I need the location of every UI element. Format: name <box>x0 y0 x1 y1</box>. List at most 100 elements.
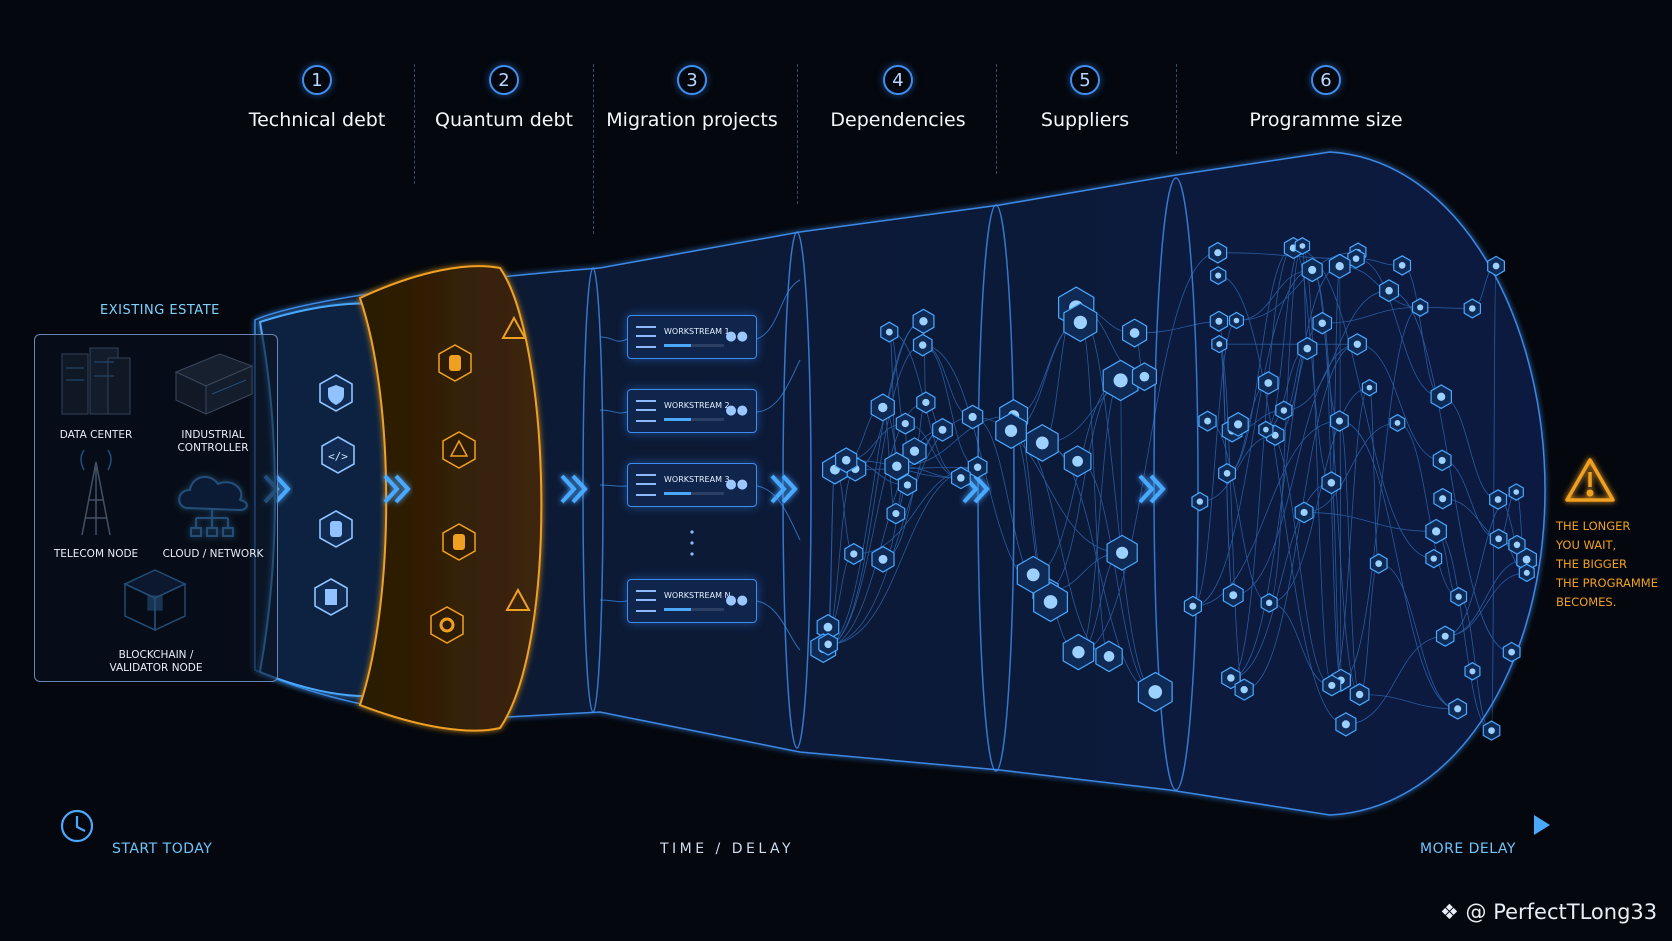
workstream-connectors <box>599 279 801 651</box>
network-node-core <box>1353 340 1361 348</box>
stage-divider <box>996 64 997 174</box>
warning-icon <box>505 587 531 611</box>
stage-1-number: 1 <box>302 65 332 95</box>
workstream-label: WORKSTREAM 1 <box>664 327 730 336</box>
workstream-progress <box>664 344 724 347</box>
network-edge <box>1436 530 1492 732</box>
network-node-core <box>957 474 965 482</box>
workstream-card: WORKSTREAM 3 ●● <box>627 463 757 507</box>
database-icon <box>442 523 476 561</box>
network-edge <box>1269 602 1332 686</box>
team-icon: ●● <box>725 329 748 344</box>
network-edge <box>1304 512 1437 532</box>
network-node-core <box>1072 645 1085 659</box>
network-node-core <box>1113 373 1128 388</box>
network-node-core <box>1280 407 1288 414</box>
network-node-core <box>892 510 900 518</box>
more-delay-label: MORE DELAY <box>1420 841 1516 857</box>
network-node-core <box>1227 674 1235 682</box>
stage-4-title: Dependencies <box>830 109 966 131</box>
clock-icon <box>60 809 94 843</box>
network-node-core <box>1223 469 1231 477</box>
workstream-progress-fill <box>664 418 691 421</box>
team-icon: ●● <box>725 403 748 418</box>
database-icon <box>319 510 353 548</box>
network-node-core <box>1026 568 1040 582</box>
network-node-core <box>1439 495 1447 503</box>
network-edge <box>1227 247 1294 474</box>
chevron-right-icon <box>560 474 588 504</box>
network-node-core <box>1229 591 1238 600</box>
network-edge <box>1356 258 1442 398</box>
svg-text:</>: </> <box>328 450 348 463</box>
network-edge <box>1389 290 1512 653</box>
network-node-core <box>1454 705 1462 713</box>
network-node-core <box>1216 341 1223 348</box>
watermark-handle: @ PerfectTLong33 <box>1465 900 1658 924</box>
network-node-core <box>968 412 977 422</box>
network-node-core <box>878 402 888 413</box>
network-node-core <box>1335 262 1344 271</box>
network-node-core <box>1523 569 1530 576</box>
team-icon: ●● <box>725 477 748 492</box>
gear-icon <box>430 606 464 644</box>
network-edge <box>1233 343 1358 596</box>
network-node-core <box>1139 371 1150 382</box>
network-node-core <box>1043 595 1058 609</box>
network-node-core <box>1263 426 1269 433</box>
network-edge <box>1397 422 1459 598</box>
network-node-core <box>1341 720 1350 729</box>
network-edge <box>1283 290 1390 411</box>
network-node-core <box>1308 265 1317 274</box>
workstream-progress <box>664 492 724 495</box>
network-node-core <box>1189 602 1197 610</box>
network-edge <box>1078 252 1218 653</box>
network-edge <box>1199 434 1276 503</box>
team-icon: ●● <box>725 593 748 608</box>
network-node-core <box>973 463 982 471</box>
network-node-core <box>1196 498 1204 505</box>
network-node-core <box>1355 690 1364 699</box>
network-node-core <box>1240 686 1248 694</box>
warning-icon <box>501 315 527 339</box>
workstream-card: WORKSTREAM 1 ●● <box>627 315 757 359</box>
ring-edge <box>1153 177 1199 791</box>
network-edge <box>1268 245 1303 604</box>
network-node-core <box>918 341 927 349</box>
warning-triangle-icon <box>1565 458 1615 502</box>
network-node-core <box>1437 392 1446 401</box>
stage-5-number: 5 <box>1070 65 1100 95</box>
network-node-core <box>1366 384 1373 391</box>
network-edge <box>1269 387 1370 604</box>
network-node-core <box>1335 417 1343 425</box>
network-node-core <box>823 622 833 632</box>
network-node-core <box>1264 379 1273 387</box>
network-edge <box>1042 442 1156 693</box>
cloud-network-label: CLOUD / NETWORK <box>162 548 264 560</box>
chevron-right-icon <box>383 474 411 504</box>
network-node-core <box>919 317 928 326</box>
network-edge <box>1357 343 1443 461</box>
timeline-arrowhead <box>1534 815 1550 835</box>
network-node-core <box>1215 272 1222 279</box>
stage-4-number: 4 <box>883 65 913 95</box>
network-node-core <box>885 328 893 336</box>
network-node-core <box>1495 535 1502 543</box>
network-node-core <box>1116 546 1129 559</box>
network-node-core <box>1035 436 1049 450</box>
stage-divider <box>414 64 415 184</box>
network-node-core <box>1430 555 1437 562</box>
network-node-core <box>892 461 902 472</box>
list-icon <box>636 474 656 496</box>
network-node-core <box>1328 681 1336 690</box>
stage-2-title: Quantum debt <box>435 109 573 131</box>
network-edge <box>1445 572 1527 637</box>
workstream-progress-fill <box>664 608 691 611</box>
network-node-core <box>1417 304 1424 311</box>
telecom-node-label: TELECOM NODE <box>53 548 139 560</box>
network-edge <box>1192 420 1340 607</box>
stage-divider <box>593 64 594 234</box>
network-node-core <box>1469 668 1476 675</box>
list-icon <box>636 400 656 422</box>
